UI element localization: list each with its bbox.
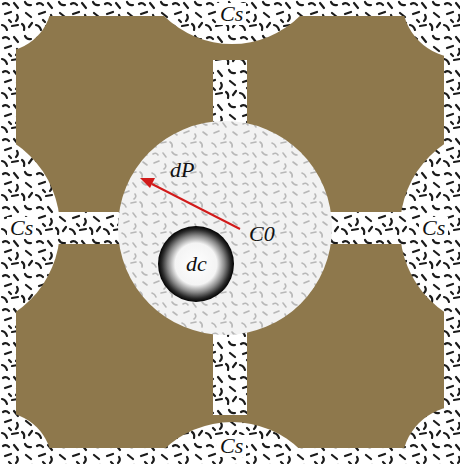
concentration-label: C0 — [249, 223, 275, 245]
concentration-label: Cs — [217, 435, 246, 457]
diameter-label: dP — [170, 159, 194, 181]
radius-arrow — [140, 178, 240, 229]
particle-sphere — [158, 226, 234, 302]
concentration-label: Cs — [217, 3, 246, 25]
concentration-label: Cs — [419, 217, 448, 239]
diameter-label: dc — [186, 253, 207, 275]
central-pore — [118, 121, 332, 335]
concentration-label: Cs — [7, 217, 36, 239]
